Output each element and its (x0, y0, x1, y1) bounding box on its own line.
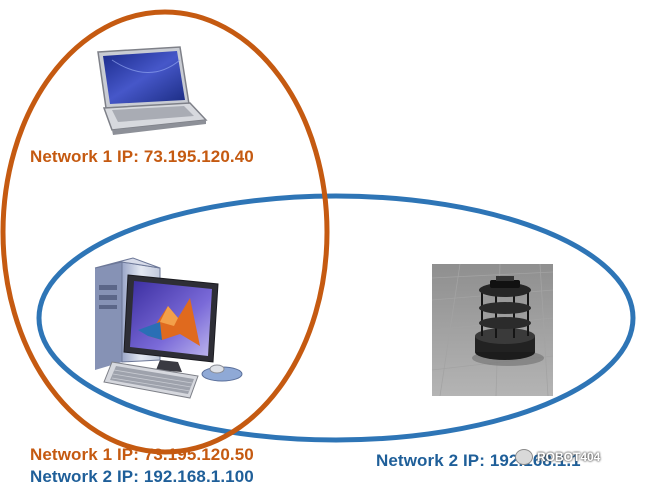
wechat-icon (515, 449, 533, 465)
desktop-network-1-ip: Network 1 IP: 73.195.120.50 (30, 445, 254, 464)
network-1-ellipse (0, 9, 330, 455)
laptop-network-1-ip: Network 1 IP: 73.195.120.40 (30, 147, 254, 166)
robot-image (431, 263, 554, 397)
laptop-icon (97, 46, 208, 135)
watermark-text: ROBOT404 (537, 450, 601, 464)
watermark: ROBOT404 (515, 449, 600, 465)
network-2-ellipse (36, 193, 636, 443)
desktop-computer-icon (94, 257, 243, 399)
desktop-network-2-ip: Network 2 IP: 192.168.1.100 (30, 467, 254, 486)
